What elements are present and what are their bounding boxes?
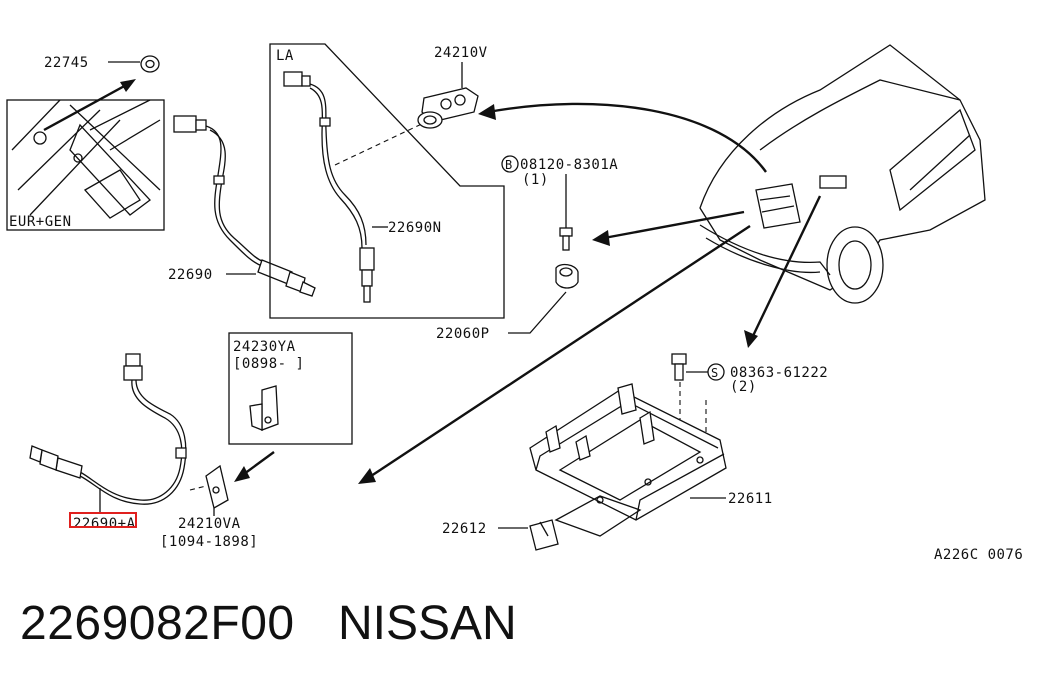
knock-sensor: 22060P	[436, 263, 579, 342]
la-label: LA	[276, 48, 294, 64]
bracket-box: 24230YA [0898- ]	[228, 332, 353, 445]
callout-screw-s-qty: (2)	[730, 379, 757, 395]
manufacturer: NISSAN	[338, 597, 517, 650]
callout-24210va: 24210VA	[178, 516, 241, 532]
bolt-b-symbol: B	[505, 158, 512, 172]
drawing-id: A226C 0076	[934, 547, 1023, 563]
vehicle-illustration	[699, 44, 986, 304]
sensor-front: 22690+A	[29, 353, 187, 532]
sensor-22690: 22690	[168, 115, 316, 297]
screw-s-symbol: S	[711, 366, 718, 380]
callout-sensor-la: 22690N	[388, 220, 442, 236]
bracket-box-part: 24230YA	[233, 339, 296, 355]
callout-ecu-cover: 22612	[442, 521, 487, 537]
highlight-box	[69, 512, 137, 528]
callout-bolt-b: 08120-8301A	[520, 157, 618, 173]
grommet-part: 22745	[43, 55, 160, 132]
bracket-24210va: 24210VA [1094-1898]	[160, 464, 258, 550]
callout-grommet: 22745	[44, 55, 89, 71]
inset-label: EUR+GEN	[9, 214, 72, 230]
callout-screw-s: 08363-61222	[730, 365, 828, 381]
callout-sensor-front: 22690+A	[73, 516, 136, 532]
ecu-cover: 22612	[442, 519, 559, 551]
bracket-box-date: [0898- ]	[233, 356, 304, 372]
bolt-b: B 08120-8301A (1)	[501, 155, 618, 251]
screw-s: S 08363-61222 (2)	[671, 353, 828, 440]
bracket-24210v: 24210V	[417, 45, 488, 129]
callout-24210va-date: [1094-1898]	[160, 534, 258, 550]
callout-24210v: 24210V	[434, 45, 488, 61]
callout-knock-sensor: 22060P	[436, 326, 490, 342]
callout-ecu: 22611	[728, 491, 773, 507]
callout-bolt-b-qty: (1)	[522, 172, 549, 188]
inset-eur-gen: EUR+GEN	[6, 99, 165, 231]
la-group: LA 22690N	[269, 43, 505, 319]
callout-sensor-main: 22690	[168, 267, 213, 283]
ecu-unit: 22611	[529, 383, 773, 537]
part-number: 2269082F00	[20, 597, 295, 650]
